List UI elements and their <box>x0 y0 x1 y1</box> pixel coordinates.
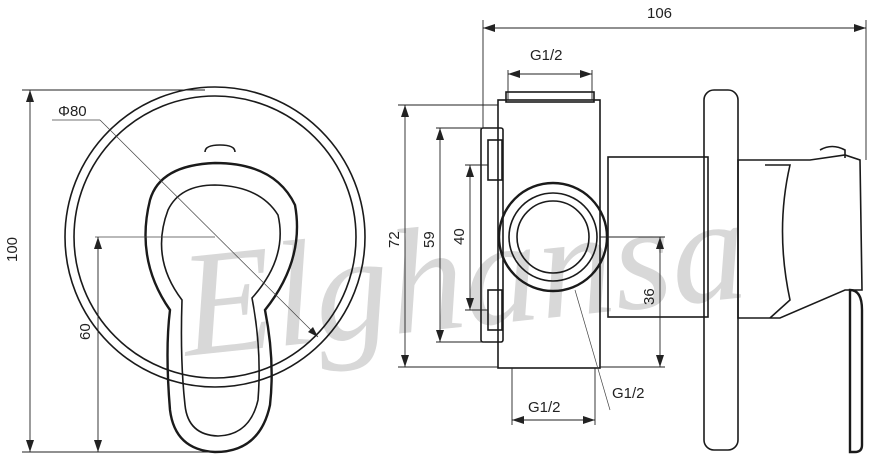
total-height-label: 100 <box>4 237 21 262</box>
outlet-bottom-right-label: G1/2 <box>612 385 645 402</box>
side-view: 106 G1/2 G1/2 G1/2 72 59 <box>386 5 867 454</box>
height-40-label: 40 <box>451 228 468 245</box>
front-view: Φ80 100 60 <box>4 86 366 454</box>
outlet-bottom-left-label: G1/2 <box>528 399 561 416</box>
diameter-label: Φ80 <box>58 103 87 120</box>
height-36-label: 36 <box>641 288 658 305</box>
height-72-label: 72 <box>386 231 403 248</box>
width-106-label: 106 <box>647 5 672 22</box>
height-59-label: 59 <box>421 231 438 248</box>
lever-height-label: 60 <box>77 323 94 340</box>
inlet-top-label: G1/2 <box>530 47 563 64</box>
